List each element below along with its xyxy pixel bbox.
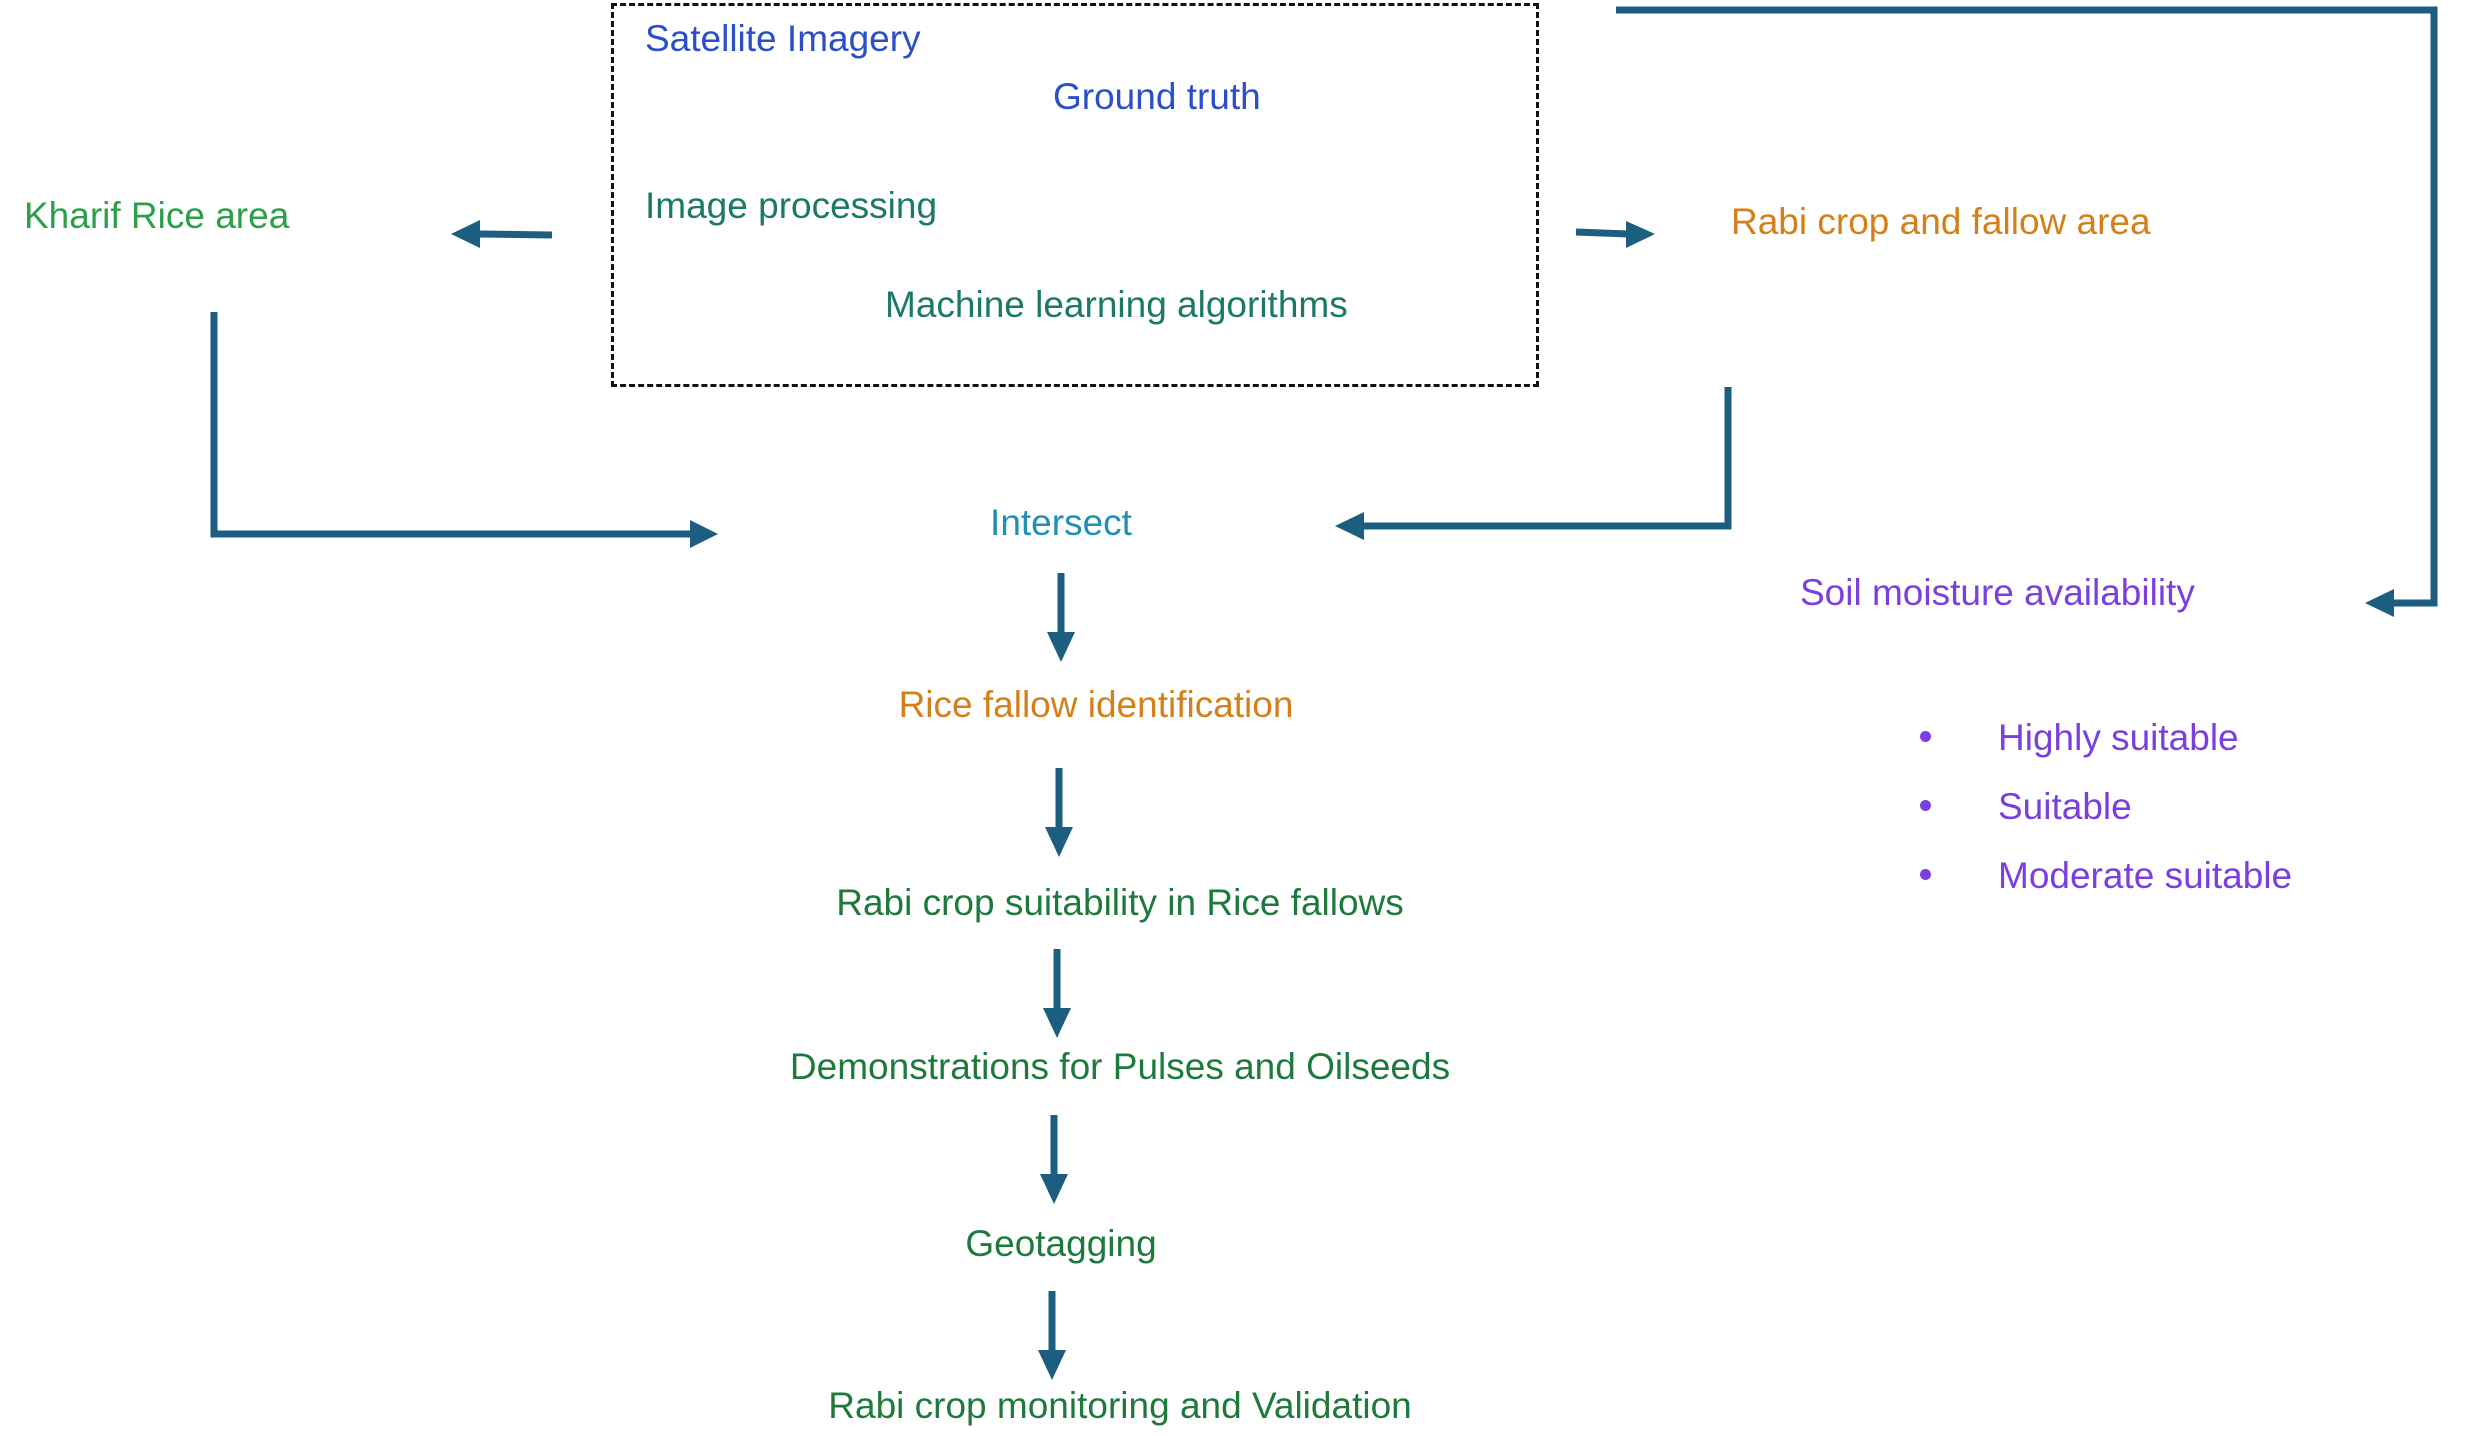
ml-algorithms-label: Machine learning algorithms xyxy=(885,284,1348,325)
arrowhead-left-icon xyxy=(451,220,480,248)
bullet-icon xyxy=(1920,800,1931,811)
rabi-crop-fallow-area-node: Rabi crop and fallow area xyxy=(1731,201,2151,242)
arrow-box-to-soil xyxy=(1616,6,2438,607)
arrowhead-right-icon xyxy=(690,520,718,548)
monitoring-validation-node: Rabi crop monitoring and Validation xyxy=(828,1385,1412,1426)
arrow-box-to-kharif xyxy=(479,230,553,239)
soil-class-item: Highly suitable xyxy=(1998,717,2239,758)
arrowhead-down-icon xyxy=(1047,632,1075,662)
rabi-suitability-node: Rabi crop suitability in Rice fallows xyxy=(836,882,1404,923)
demonstrations-node: Demonstrations for Pulses and Oilseeds xyxy=(789,1046,1451,1087)
rice-fallow-identification-node: Rice fallow identification xyxy=(898,684,1294,725)
arrowhead-right-icon xyxy=(1626,221,1655,248)
arrowhead-left-icon xyxy=(2365,589,2394,617)
bullet-icon xyxy=(1920,869,1931,880)
kharif-rice-area-node: Kharif Rice area xyxy=(24,195,290,236)
intersect-node: Intersect xyxy=(990,502,1132,543)
soil-moisture-node: Soil moisture availability xyxy=(1800,572,2195,613)
geotagging-node: Geotagging xyxy=(965,1223,1157,1264)
arrowhead-down-icon xyxy=(1038,1350,1066,1380)
satellite-imagery-label: Satellite Imagery xyxy=(645,18,921,59)
soil-class-item: Suitable xyxy=(1998,786,2132,827)
arrow-box-to-rabi xyxy=(1575,228,1629,238)
arrowhead-down-icon xyxy=(1040,1174,1068,1204)
ground-truth-label: Ground truth xyxy=(1053,76,1261,117)
soil-class-item: Moderate suitable xyxy=(1998,855,2293,896)
arrowhead-down-icon xyxy=(1045,827,1073,857)
arrowhead-down-icon xyxy=(1043,1008,1071,1038)
arrowhead-left-icon xyxy=(1335,512,1364,540)
arrow-rabi-to-intersect xyxy=(1362,387,1732,530)
image-processing-label: Image processing xyxy=(645,185,938,226)
bullet-icon xyxy=(1920,731,1931,742)
arrow-kharif-to-intersect xyxy=(210,312,690,538)
inputs-group-box xyxy=(611,3,1539,387)
